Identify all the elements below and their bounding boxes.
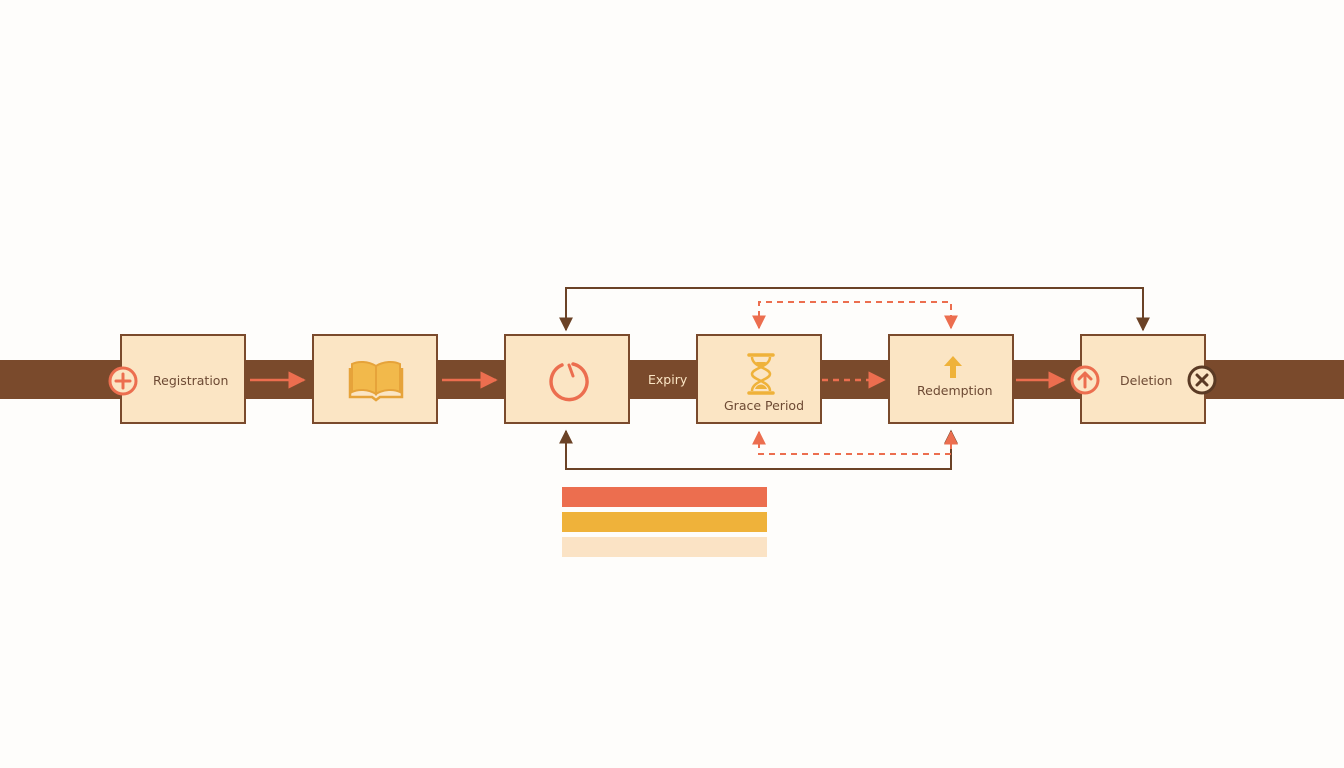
loop-top-renewal-deletion: [559, 287, 1150, 332]
cycle-icon: [549, 362, 589, 402]
hourglass-icon: [747, 353, 775, 395]
up-arrow-icon: [944, 356, 962, 378]
open-book-icon: [348, 360, 404, 402]
plus-circle-icon: [108, 366, 138, 396]
stage-label-redemption: Redemption: [917, 383, 993, 398]
loop-bottom-redemption-grace: [752, 430, 958, 455]
legend-bar-coral: [562, 487, 767, 507]
stage-grace-period: Grace Period: [696, 334, 822, 424]
up-arrow-circle-icon: [1070, 365, 1100, 395]
stage-redemption: Redemption: [888, 334, 1014, 424]
legend-bar-gold: [562, 512, 767, 532]
stage-label-grace-period: Grace Period: [724, 398, 804, 413]
stage-registration: Registration: [120, 334, 246, 424]
close-circle-icon: [1187, 365, 1217, 395]
stage-label-deletion: Deletion: [1120, 373, 1173, 388]
expiry-label: Expiry: [648, 372, 688, 387]
loop-bottom-redemption-renewal: [559, 429, 958, 470]
stage-label-registration: Registration: [153, 373, 229, 388]
loop-top-grace-redemption: [752, 301, 958, 330]
stage-active: [312, 334, 438, 424]
legend-bar-pale: [562, 537, 767, 557]
stage-renewal: [504, 334, 630, 424]
stage-deletion: Deletion: [1080, 334, 1206, 424]
